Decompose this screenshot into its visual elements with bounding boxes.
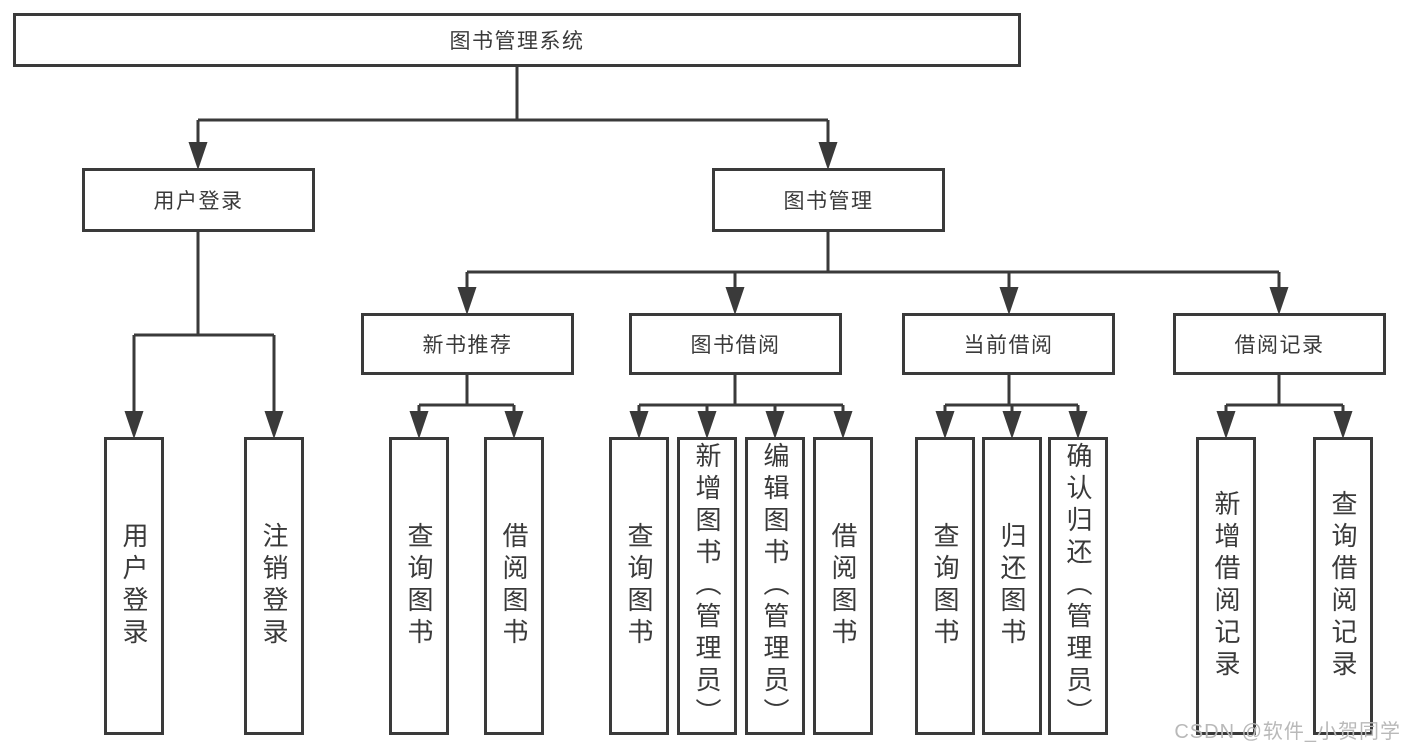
node-label: 新增图书（管理员） <box>692 442 722 730</box>
node-label: 图书管理 <box>783 190 874 213</box>
node-leaf-query-books-borrowing: 查询图书 <box>609 437 669 735</box>
node-leaf-logout: 注销登录 <box>244 437 304 735</box>
node-label: 编辑图书（管理员） <box>760 442 790 730</box>
node-label: 确认归还（管理员） <box>1063 442 1093 730</box>
node-label: 图书借阅 <box>690 334 781 357</box>
node-label: 查询图书 <box>624 522 654 650</box>
node-label: 查询图书 <box>404 522 434 650</box>
node-leaf-query-books-current: 查询图书 <box>915 437 975 735</box>
node-current-borrowing: 当前借阅 <box>902 313 1115 375</box>
node-label: 当前借阅 <box>963 334 1054 357</box>
node-label: 借阅记录 <box>1234 334 1325 357</box>
node-label: 归还图书 <box>997 522 1027 650</box>
node-label: 查询图书 <box>930 522 960 650</box>
node-leaf-confirm-return-admin: 确认归还（管理员） <box>1048 437 1108 735</box>
node-label: 查询借阅记录 <box>1328 490 1358 682</box>
node-book-borrowing: 图书借阅 <box>629 313 842 375</box>
node-borrowing-records: 借阅记录 <box>1173 313 1386 375</box>
node-user-login: 用户登录 <box>82 168 315 232</box>
node-leaf-add-books-admin: 新增图书（管理员） <box>677 437 737 735</box>
node-leaf-query-borrow-record: 查询借阅记录 <box>1313 437 1373 735</box>
node-label: 借阅图书 <box>828 522 858 650</box>
node-label: 用户登录 <box>119 522 149 650</box>
node-label: 新增借阅记录 <box>1211 490 1241 682</box>
node-label: 借阅图书 <box>499 522 529 650</box>
node-leaf-query-books-recommend: 查询图书 <box>389 437 449 735</box>
node-library-management-system: 图书管理系统 <box>13 13 1021 67</box>
node-book-management: 图书管理 <box>712 168 945 232</box>
node-leaf-return-books: 归还图书 <box>982 437 1042 735</box>
node-leaf-user-login: 用户登录 <box>104 437 164 735</box>
node-leaf-borrow-books-recommend: 借阅图书 <box>484 437 544 735</box>
node-label: 图书管理系统 <box>449 30 585 53</box>
node-leaf-borrow-books: 借阅图书 <box>813 437 873 735</box>
watermark: CSDN @软件_小贺同学 <box>1174 721 1401 743</box>
node-label: 用户登录 <box>153 190 244 213</box>
node-label: 注销登录 <box>259 522 289 650</box>
node-new-book-recommend: 新书推荐 <box>361 313 574 375</box>
node-leaf-add-borrow-record: 新增借阅记录 <box>1196 437 1256 735</box>
node-leaf-edit-books-admin: 编辑图书（管理员） <box>745 437 805 735</box>
node-label: 新书推荐 <box>422 334 513 357</box>
